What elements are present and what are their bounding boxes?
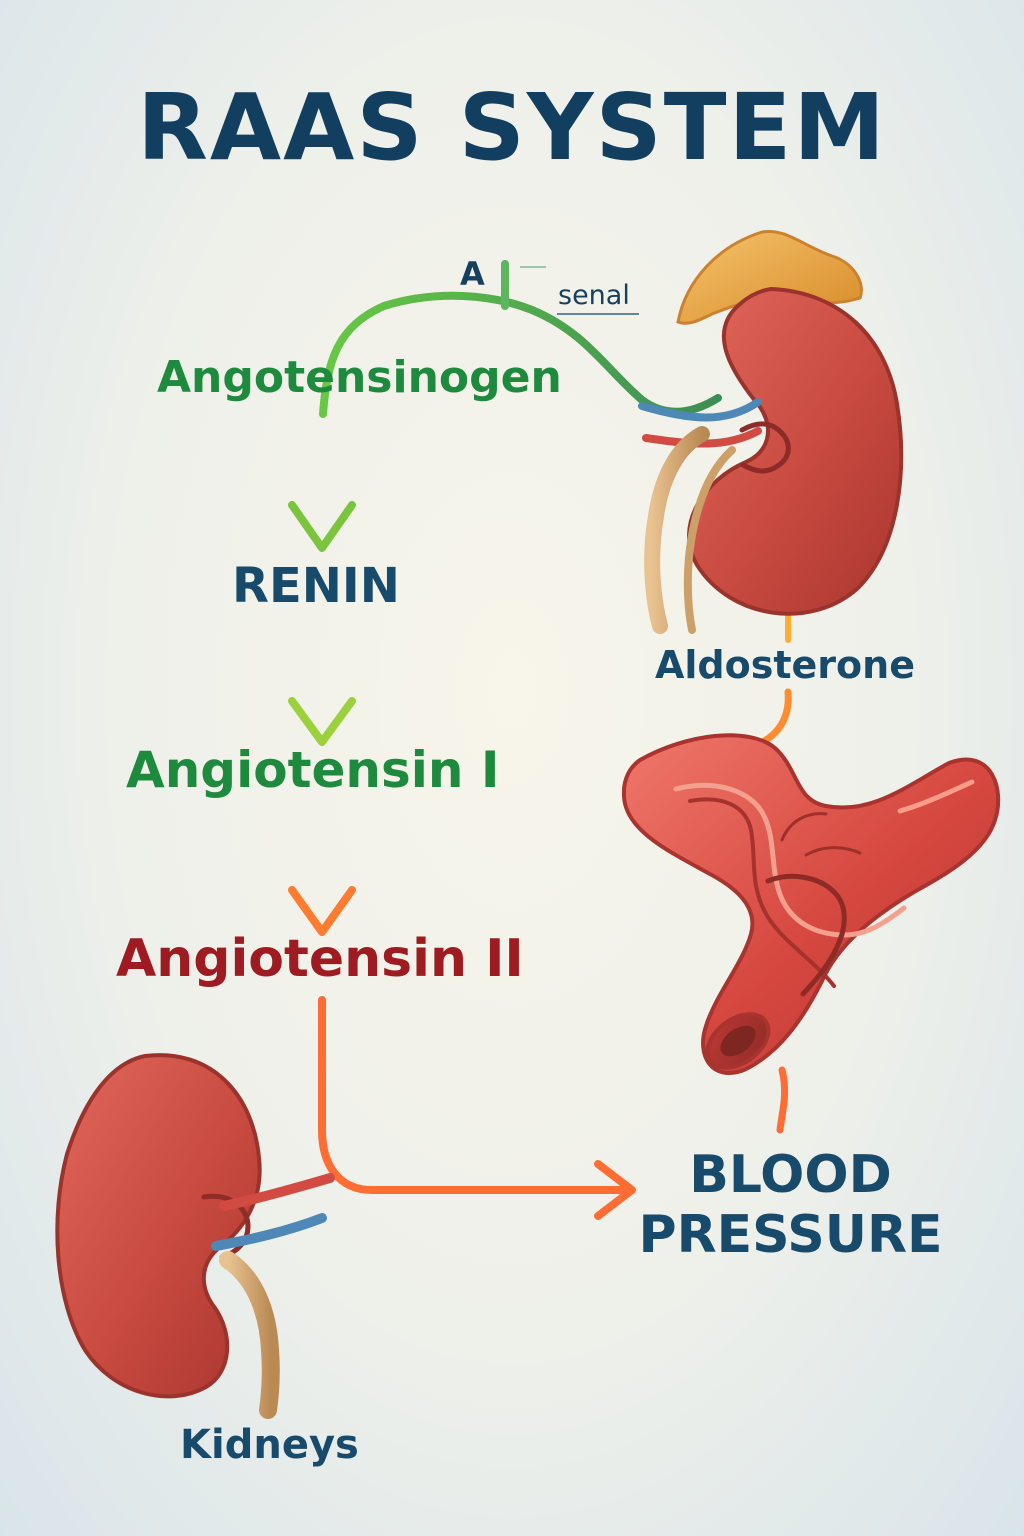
- top-fragment-left: A: [460, 255, 485, 293]
- kidney-icon: [55, 1053, 335, 1419]
- aldosterone-label: Aldosterone: [655, 643, 915, 687]
- angiotensin-ii-label: Angiotensin II: [116, 929, 524, 989]
- flow-line-to-blood-pressure: [318, 996, 632, 1194]
- blood-pressure-label: BLOOD PRESSURE: [638, 1145, 943, 1266]
- vessel-to-blood-pressure-connector: [776, 1066, 789, 1134]
- adrenal-kidney-icon: [638, 229, 904, 634]
- arrow-right-icon: [594, 1160, 636, 1220]
- renin-label: RENIN: [232, 558, 400, 614]
- blood-label-line-2: PRESSURE: [638, 1205, 943, 1266]
- angiotensin-i-label: Angiotensin I: [126, 741, 500, 799]
- page-title: RAAS SYSTEM: [137, 74, 887, 181]
- arrow-down-icon: [288, 697, 356, 746]
- arrow-down-icon: [288, 501, 356, 552]
- angotensinogen-label: Angotensinogen: [157, 352, 562, 403]
- arrow-down-icon: [288, 886, 356, 936]
- blood-label-line-1: BLOOD: [689, 1145, 892, 1205]
- kidneys-label: Kidneys: [180, 1422, 359, 1468]
- top-fragment-right: senal: [558, 280, 630, 311]
- blood-vessel-icon: [621, 733, 1001, 1075]
